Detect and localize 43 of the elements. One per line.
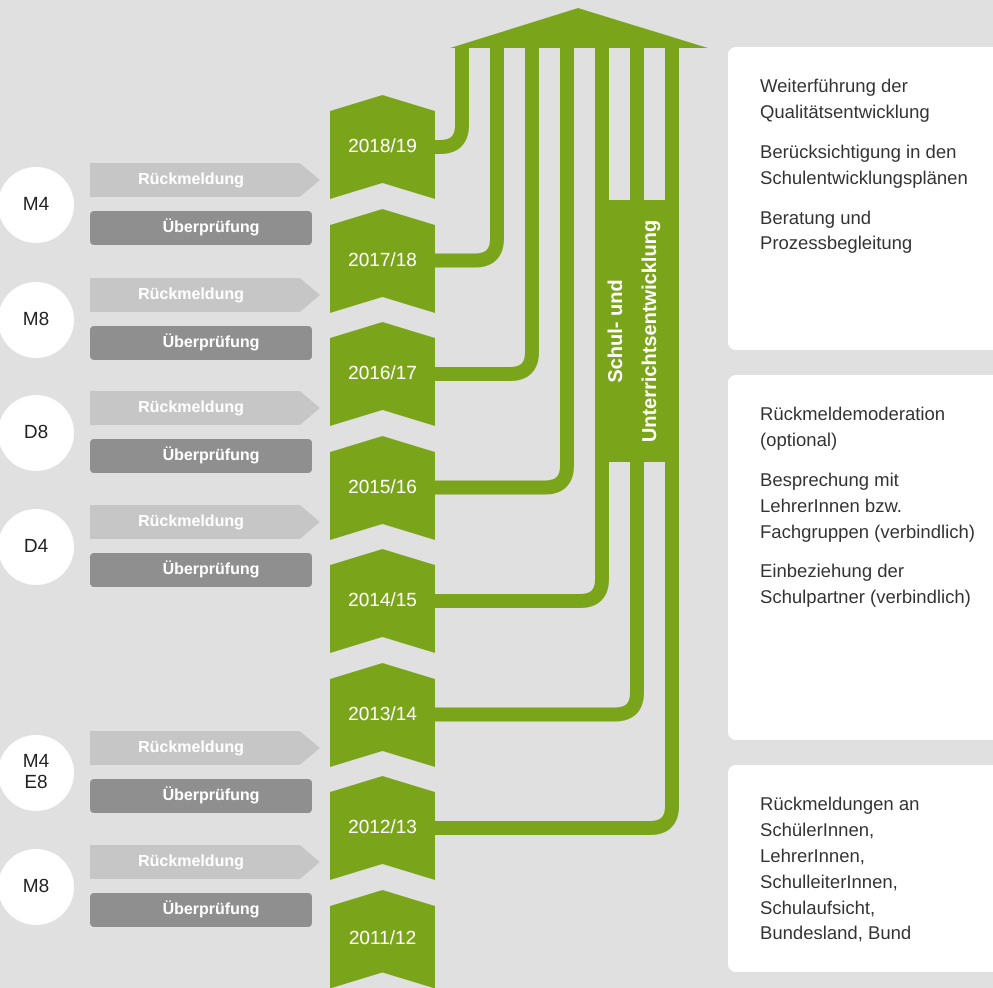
pointed-banner: Rückmeldung	[90, 163, 320, 197]
connector-line	[433, 48, 469, 154]
review-bar: Überprüfung	[90, 779, 312, 813]
connector-line	[435, 48, 609, 608]
pointed-banner: Rückmeldung	[90, 731, 320, 765]
year-segment: 2018/19	[330, 95, 435, 199]
connector-line	[435, 48, 574, 494]
test-circle: D4	[0, 509, 74, 585]
test-circle: M8	[0, 849, 74, 925]
pointed-banner: Rückmeldung	[90, 391, 320, 425]
year-segment: 2014/15	[330, 549, 435, 653]
year-segment: 2016/17	[330, 322, 435, 426]
card-text: Weiterführung der Qualitätsentwicklung	[760, 74, 931, 124]
review-bar: Überprüfung	[90, 211, 312, 245]
review-bar: Überprüfung	[90, 893, 312, 927]
year-segment: 2015/16	[330, 436, 435, 540]
connector-line	[435, 48, 504, 268]
card-text: Rückmeldemoderation (optional)	[760, 402, 946, 452]
info-card	[728, 375, 993, 740]
year-segment: 2017/18	[330, 208, 435, 312]
connector-line	[435, 48, 679, 835]
arrowhead-shape	[450, 8, 708, 48]
year-segment: 2013/14	[330, 662, 435, 766]
review-bar: Überprüfung	[90, 326, 312, 360]
connector-line	[435, 48, 539, 381]
test-circle: M4	[0, 167, 74, 243]
info-card	[728, 765, 993, 972]
test-circle: M4 E8	[0, 735, 74, 811]
card-text: Besprechung mit LehrerInnen bzw. Fachgruppen (verbindlich)	[760, 468, 976, 544]
card-text: Beratung und Prozessbegleitung	[760, 206, 914, 256]
card-text: Berücksichtigung in den Schulentwicklungsplänen	[760, 140, 969, 190]
year-segment: 2012/13	[330, 776, 435, 880]
card-text: Rückmeldungen an SchülerInnen, LehrerInnen, SchulleiterInnen, Schulaufsicht, Bundesland, Bund	[760, 792, 920, 946]
review-bar: Überprüfung	[90, 553, 312, 587]
pointed-banner: Rückmeldung	[90, 278, 320, 312]
card-text: Einbeziehung der Schulpartner (verbindlich)	[760, 559, 972, 610]
test-circle: M8	[0, 282, 74, 358]
review-bar: Überprüfung	[90, 439, 312, 473]
year-segment: 2011/12	[330, 890, 435, 988]
test-circle: D8	[0, 395, 74, 471]
pointed-banner: Rückmeldung	[90, 845, 320, 879]
info-card	[728, 47, 993, 350]
pointed-banner: Rückmeldung	[90, 505, 320, 539]
